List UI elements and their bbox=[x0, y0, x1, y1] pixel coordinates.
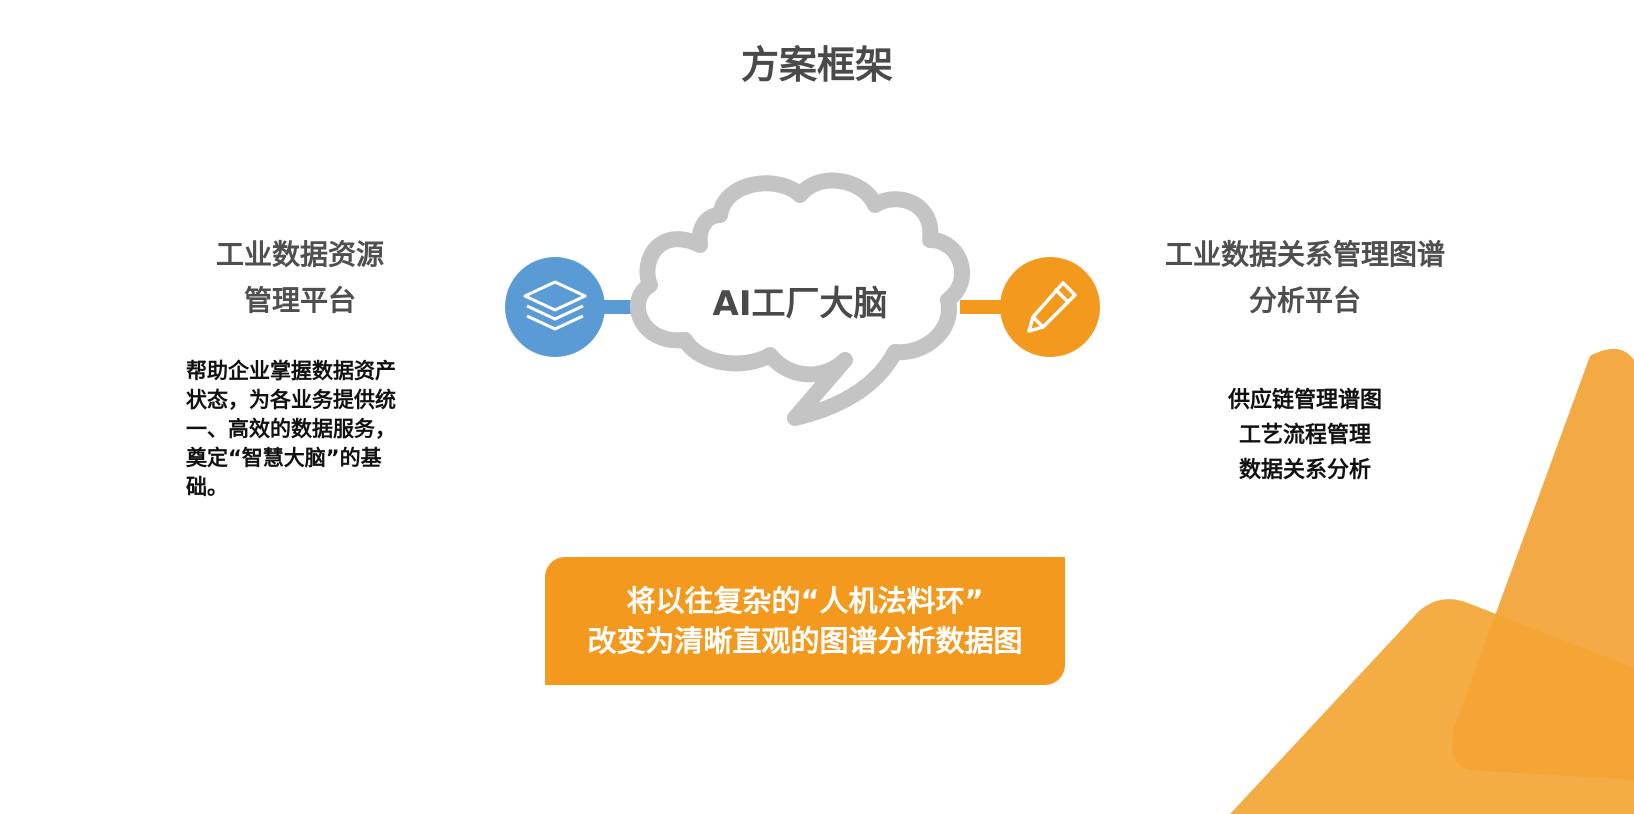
left-title-line-1: 工业数据资源 bbox=[215, 238, 384, 271]
banner-line-1: 将以往复杂的“人机法料环” bbox=[626, 584, 984, 618]
page-title: 方案框架 bbox=[740, 43, 893, 87]
left-platform-title: 工业数据资源 管理平台 bbox=[170, 232, 430, 324]
summary-banner: 将以往复杂的“人机法料环” 改变为清晰直观的图谱分析数据图 bbox=[545, 557, 1065, 685]
list-item: 供应链管理谱图 bbox=[1227, 388, 1382, 413]
cloud-bubble bbox=[630, 172, 971, 426]
decorative-orange-polygon-bottom bbox=[1230, 599, 1634, 814]
right-platform-list: 供应链管理谱图 工艺流程管理 数据关系分析 bbox=[1180, 383, 1430, 488]
center-label: AI工厂大脑 bbox=[712, 284, 888, 324]
pencil-icon bbox=[1027, 281, 1077, 333]
left-title-line-2: 管理平台 bbox=[243, 284, 356, 317]
right-node-circle bbox=[1000, 257, 1100, 357]
layers-icon bbox=[523, 280, 587, 331]
left-platform-description: 帮助企业掌握数据资产状态，为各业务提供统一、高效的数据服务，奠定“智慧大脑”的基… bbox=[186, 359, 396, 499]
right-title-line-1: 工业数据关系管理图谱 bbox=[1164, 238, 1445, 271]
banner-line-2: 改变为清晰直观的图谱分析数据图 bbox=[587, 624, 1023, 658]
right-connector bbox=[960, 300, 1010, 314]
right-platform-title: 工业数据关系管理图谱 分析平台 bbox=[1130, 232, 1480, 324]
right-title-line-2: 分析平台 bbox=[1248, 284, 1361, 317]
list-item: 工艺流程管理 bbox=[1238, 423, 1371, 448]
list-item: 数据关系分析 bbox=[1238, 458, 1371, 483]
left-node-circle bbox=[505, 257, 605, 357]
